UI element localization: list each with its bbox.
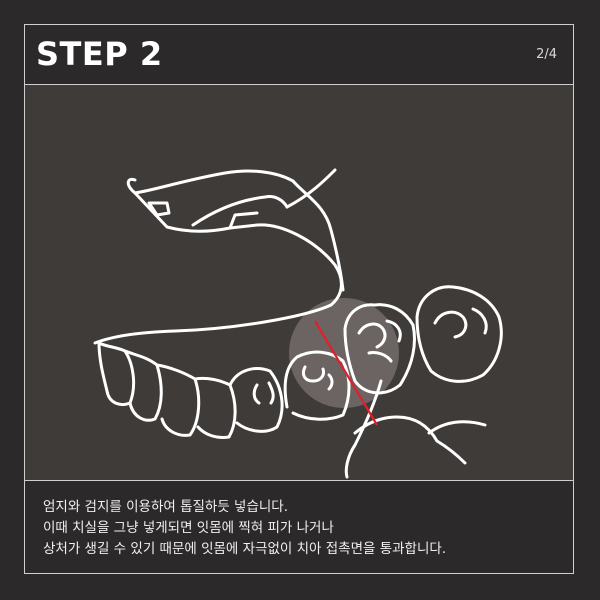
tooth-premolar-1-detail <box>252 381 275 405</box>
caption-line-1: 엄지와 검지를 이용하여 톱질하듯 넣습니다. <box>43 499 289 515</box>
page-indicator: 2/4 <box>536 47 557 62</box>
flossing-illustration <box>25 85 573 480</box>
tooth-molar-1 <box>343 303 416 395</box>
tooth-premolar-2-detail <box>301 365 334 391</box>
flossing-teeth-illustration <box>93 168 503 479</box>
finger-upper <box>285 168 337 209</box>
gum-line-right <box>344 379 383 479</box>
tooth-incisor-2 <box>123 349 163 422</box>
step-card: STEP 2 2/4 <box>24 24 574 574</box>
step-header: STEP 2 2/4 <box>25 25 573 85</box>
tooth-premolar-1 <box>228 367 284 433</box>
tooth-incisor-3 <box>155 363 201 437</box>
finger-nail <box>147 201 171 217</box>
caption-line-3: 상처가 생길 수 있기 때문에 잇몸에 자극없이 치아 접촉면을 통과합니다. <box>43 541 447 557</box>
gum-line-far <box>427 420 487 435</box>
tooth-canine <box>193 376 237 439</box>
tooth-premolar-2 <box>283 350 351 421</box>
finger-crease-3 <box>228 211 259 230</box>
tooth-molar-1-detail <box>357 319 402 363</box>
dental-floss <box>314 320 378 426</box>
tooth-molar-2-detail <box>433 307 488 339</box>
finger-crease-4 <box>291 179 345 292</box>
finger-crease-2 <box>191 195 289 227</box>
tooth-molar-2 <box>415 285 503 383</box>
finger-crease-1 <box>133 169 295 195</box>
finger-outline <box>93 177 343 345</box>
step-caption: 엄지와 검지를 이용하여 톱질하듯 넣습니다. 이때 치실을 그냥 넣게되면 잇… <box>25 480 573 574</box>
caption-line-2: 이때 치실을 그냥 넣게되면 잇몸에 찍혀 피가 나거나 <box>43 520 334 536</box>
step-title: STEP 2 <box>36 35 163 73</box>
